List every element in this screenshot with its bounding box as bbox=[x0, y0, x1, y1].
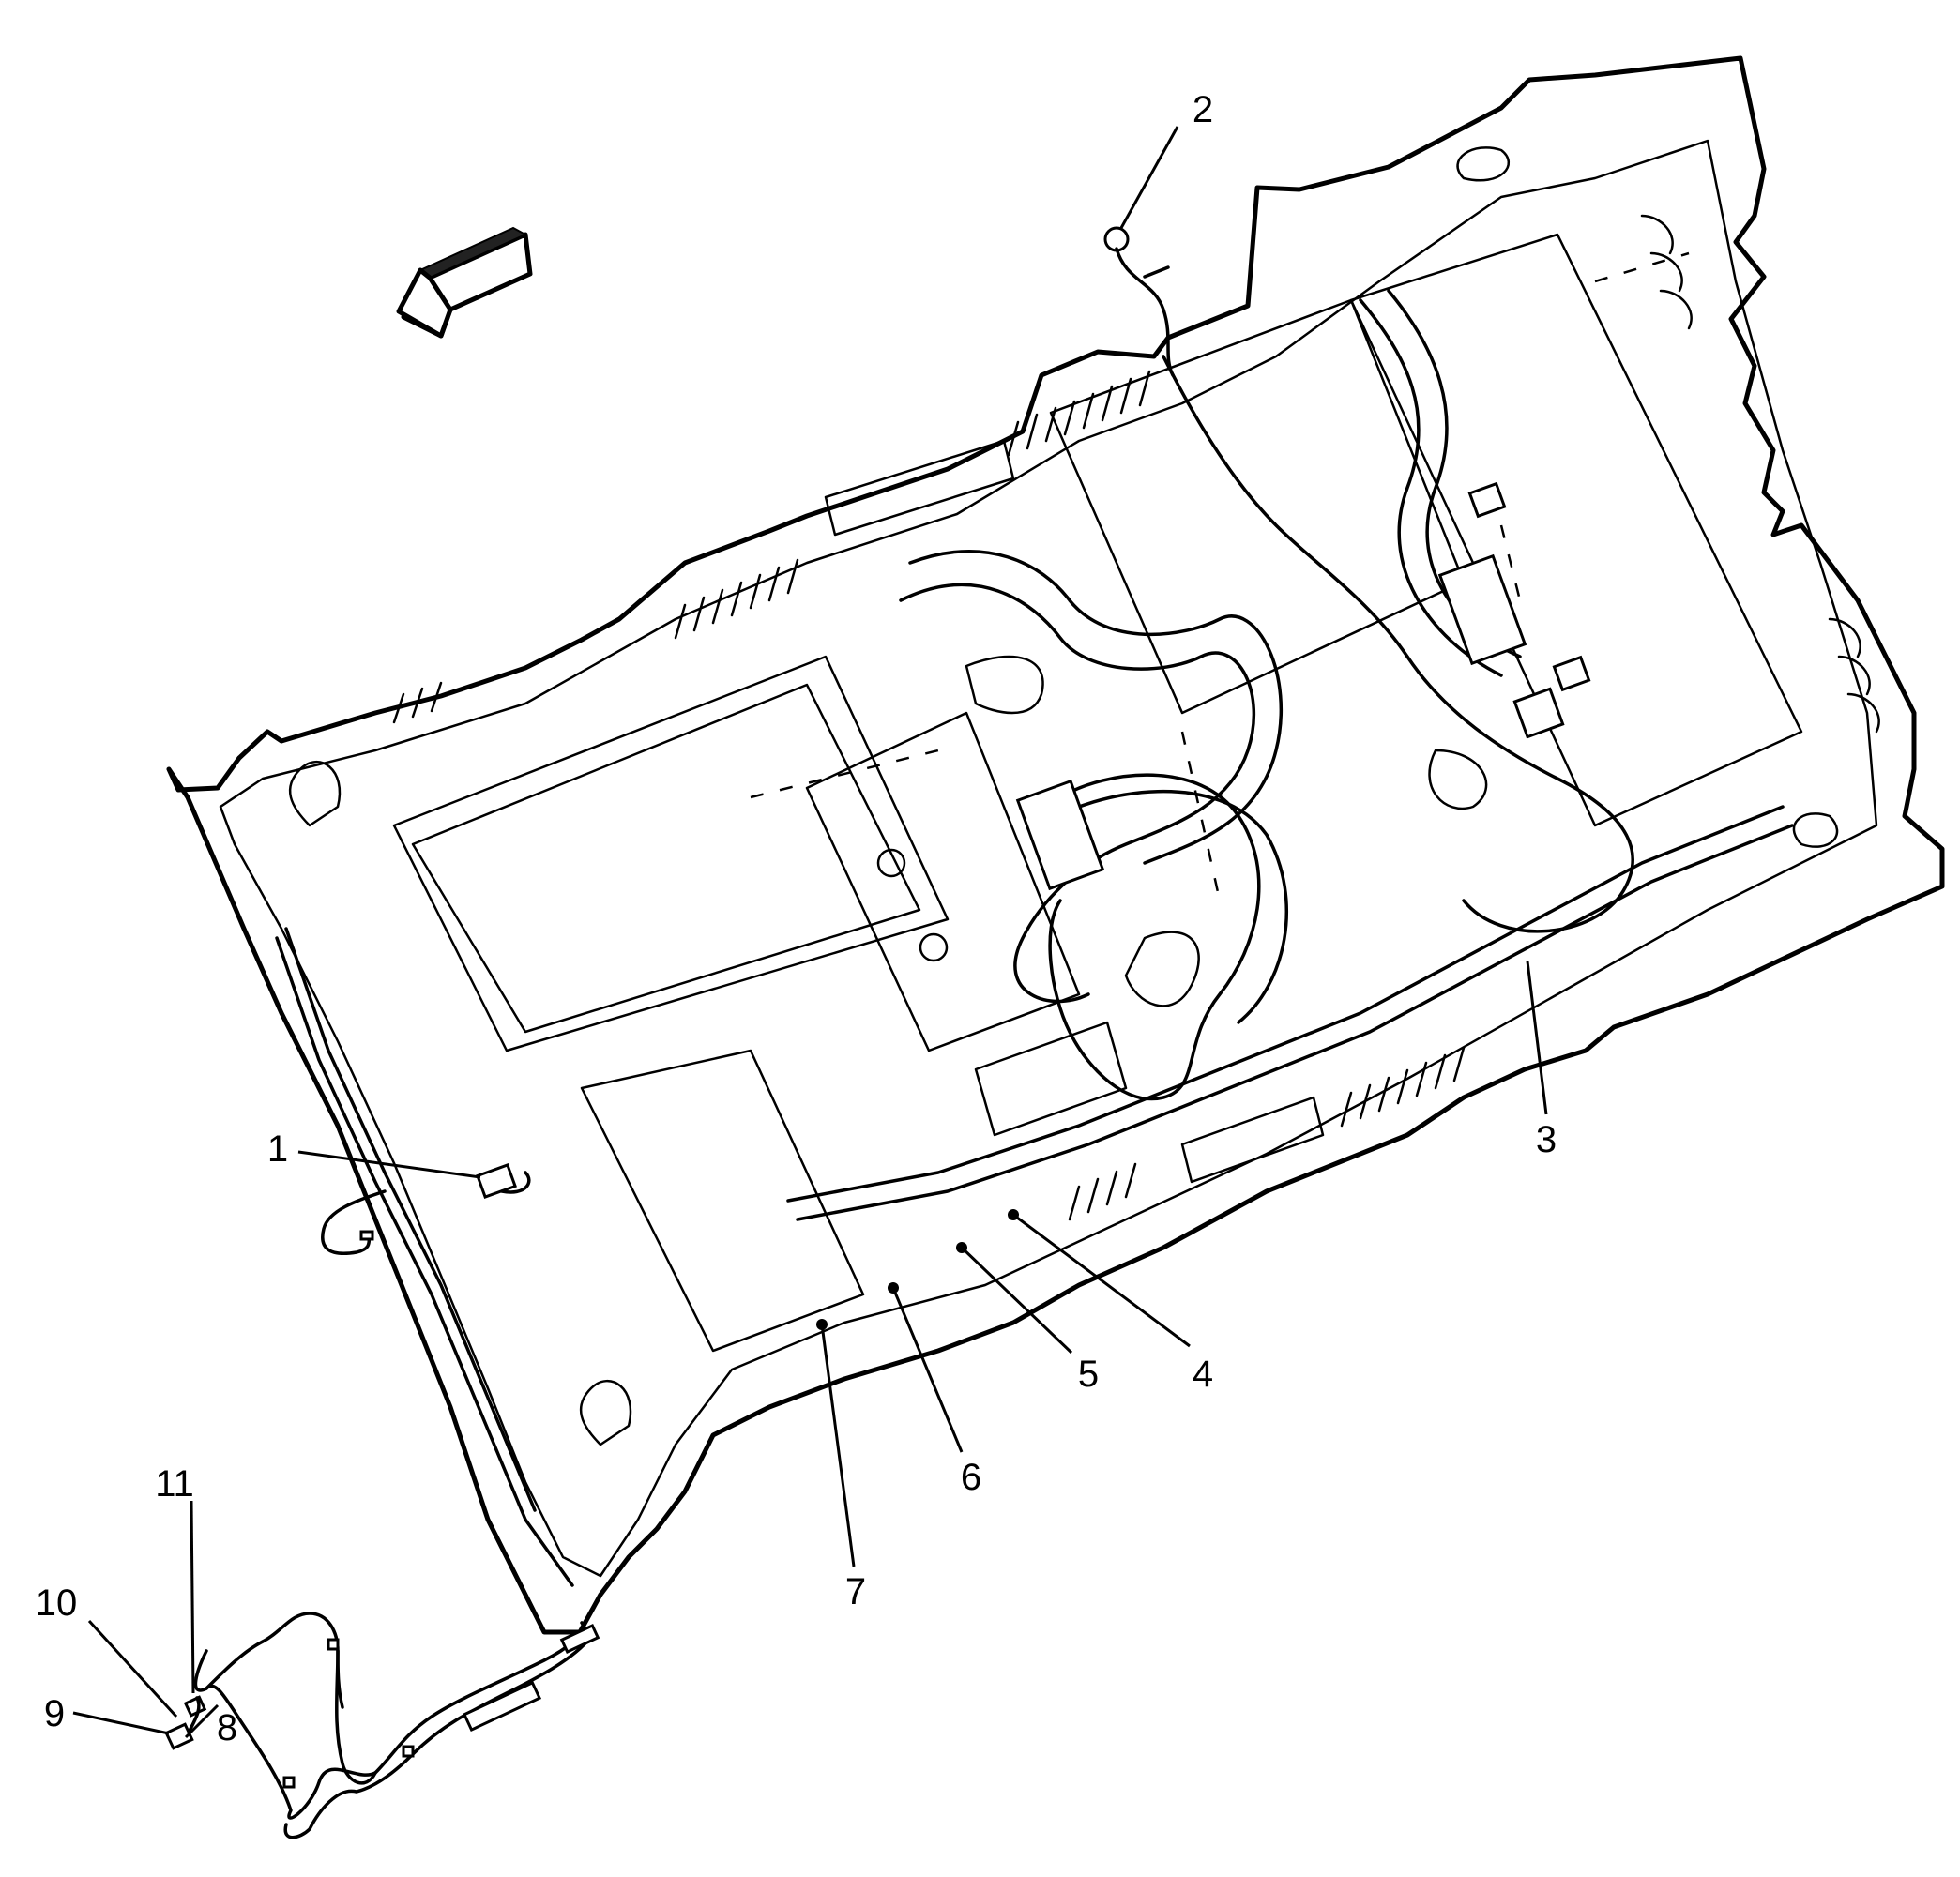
headliner-panel bbox=[166, 55, 1945, 1635]
vent-ribs bbox=[392, 214, 1880, 1221]
callout-8: 8 bbox=[217, 1707, 237, 1748]
callout-1: 1 bbox=[267, 1128, 288, 1170]
callout-6: 6 bbox=[961, 1457, 981, 1498]
callout-5: 5 bbox=[1078, 1354, 1099, 1395]
component-1-connector bbox=[475, 1162, 531, 1200]
callout-2: 2 bbox=[1193, 89, 1213, 130]
callout-labels: 1 2 3 4 5 6 7 8 9 10 11 bbox=[36, 89, 1557, 1748]
component-2-ground bbox=[1103, 226, 1175, 377]
leader-lines bbox=[72, 126, 1548, 1739]
callout-10: 10 bbox=[36, 1582, 78, 1624]
lower-harness bbox=[164, 1612, 600, 1839]
callout-4: 4 bbox=[1193, 1354, 1213, 1395]
pigtail-lead bbox=[321, 1189, 387, 1255]
callout-3: 3 bbox=[1536, 1119, 1557, 1160]
forward-arrow-icon bbox=[396, 226, 533, 339]
callout-9: 9 bbox=[44, 1693, 65, 1734]
callout-7: 7 bbox=[845, 1571, 866, 1612]
callout-11: 11 bbox=[155, 1463, 194, 1505]
